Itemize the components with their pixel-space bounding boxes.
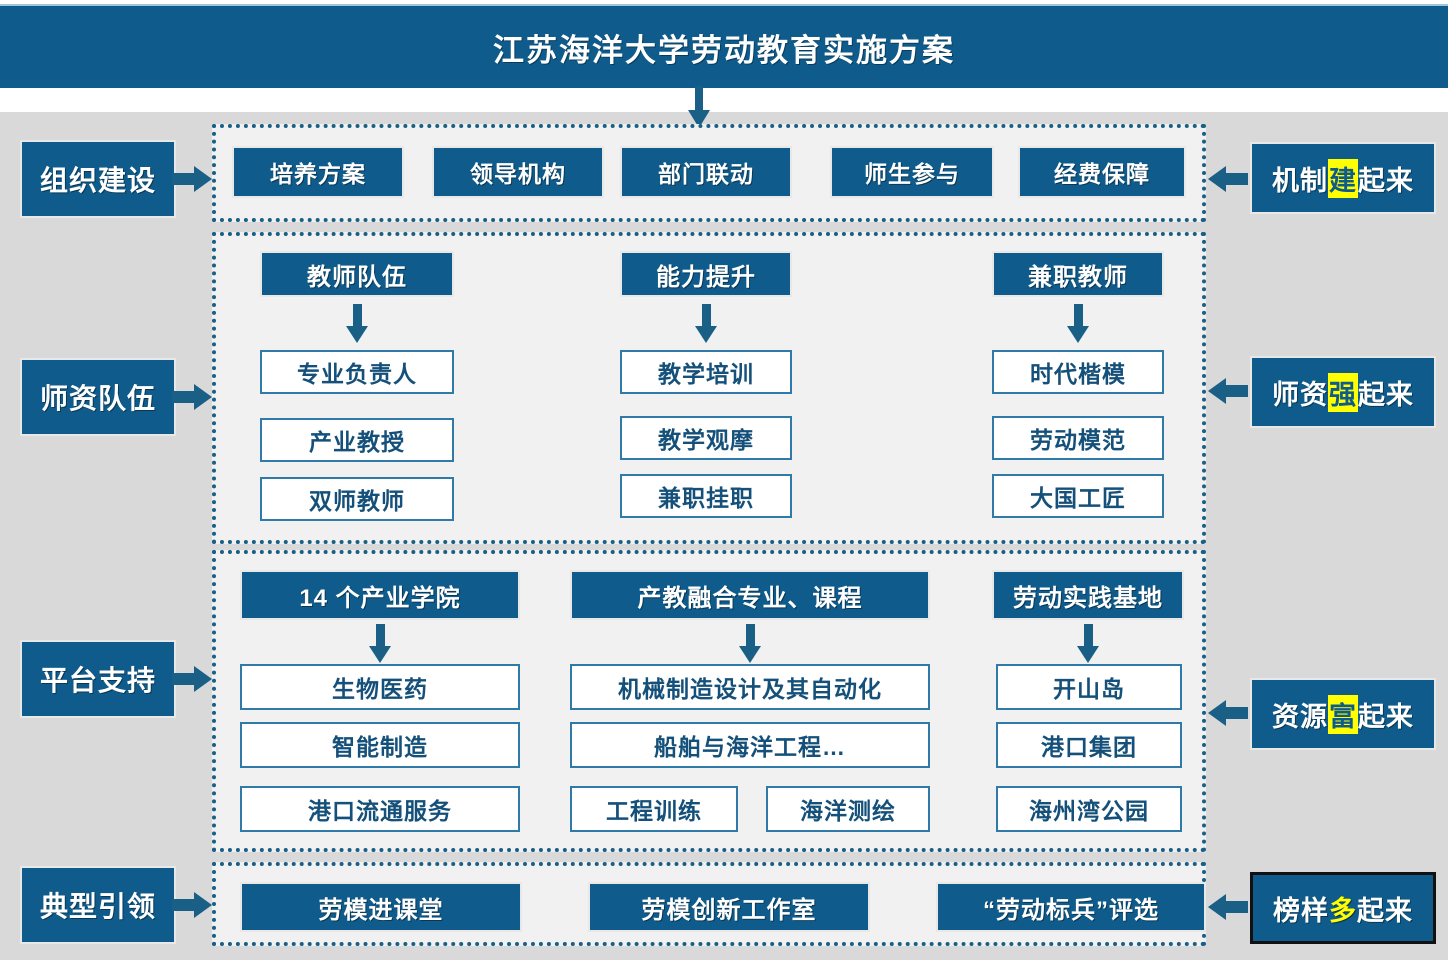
item-platform-2-2[interactable]: 海州湾公园	[996, 786, 1182, 832]
section-goal-faculty[interactable]: 师资强起来	[1250, 356, 1436, 428]
item-exemplar-1[interactable]: 劳模创新工作室	[588, 882, 870, 932]
item-organization-2[interactable]: 部门联动	[620, 146, 792, 198]
item-exemplar-0[interactable]: 劳模进课堂	[240, 882, 522, 932]
header-platform-1[interactable]: 产教融合专业、课程	[570, 570, 930, 620]
arrow-left-icon	[1208, 166, 1248, 192]
item-organization-1[interactable]: 领导机构	[432, 146, 604, 198]
goal-highlight: 强	[1328, 372, 1358, 412]
header-platform-0[interactable]: 14 个产业学院	[240, 570, 520, 620]
goal-prefix: 机制	[1272, 165, 1328, 196]
goal-suffix: 起来	[1357, 895, 1413, 926]
arrow-down-icon	[739, 624, 761, 664]
item-faculty-1-0[interactable]: 教学培训	[620, 350, 792, 394]
arrow-down-icon	[346, 304, 368, 344]
item-platform-1-1[interactable]: 船舶与海洋工程…	[570, 722, 930, 768]
header-faculty-1[interactable]: 能力提升	[620, 251, 792, 297]
item-platform-0-2[interactable]: 港口流通服务	[240, 786, 520, 832]
item-platform-0-1[interactable]: 智能制造	[240, 722, 520, 768]
goal-highlight: 富	[1328, 694, 1358, 734]
item-faculty-1-1[interactable]: 教学观摩	[620, 416, 792, 460]
item-faculty-1-2[interactable]: 兼职挂职	[620, 474, 792, 518]
goal-highlight: 建	[1328, 158, 1358, 198]
item-exemplar-2[interactable]: “劳动标兵”评选	[936, 882, 1206, 932]
item-platform-1-2[interactable]: 工程训练	[570, 786, 738, 832]
section-label-organization[interactable]: 组织建设	[20, 140, 176, 218]
arrow-left-icon	[1208, 378, 1248, 404]
item-organization-4[interactable]: 经费保障	[1018, 146, 1186, 198]
item-platform-1-0[interactable]: 机械制造设计及其自动化	[570, 664, 930, 710]
arrow-left-icon	[1208, 700, 1248, 726]
item-organization-3[interactable]: 师生参与	[830, 146, 994, 198]
item-faculty-2-2[interactable]: 大国工匠	[992, 474, 1164, 518]
goal-suffix: 起来	[1358, 379, 1414, 410]
section-goal-exemplar[interactable]: 榜样多起来	[1250, 872, 1436, 944]
header-faculty-0[interactable]: 教师队伍	[260, 251, 454, 297]
item-faculty-2-1[interactable]: 劳动模范	[992, 416, 1164, 460]
item-platform-2-1[interactable]: 港口集团	[996, 722, 1182, 768]
goal-prefix: 师资	[1272, 379, 1328, 410]
goal-suffix: 起来	[1358, 165, 1414, 196]
arrow-down-icon	[688, 86, 710, 128]
item-organization-0[interactable]: 培养方案	[232, 146, 404, 198]
arrow-down-icon	[369, 624, 391, 664]
arrow-right-icon	[172, 384, 212, 410]
page-title: 江苏海洋大学劳动教育实施方案	[0, 4, 1448, 88]
goal-highlight: 多	[1329, 895, 1357, 926]
item-platform-2-0[interactable]: 开山岛	[996, 664, 1182, 710]
goal-prefix: 资源	[1272, 701, 1328, 732]
section-goal-platform[interactable]: 资源富起来	[1250, 678, 1436, 750]
header-faculty-2[interactable]: 兼职教师	[992, 251, 1164, 297]
section-goal-organization[interactable]: 机制建起来	[1250, 142, 1436, 214]
item-faculty-0-2[interactable]: 双师教师	[260, 477, 454, 521]
item-faculty-0-1[interactable]: 产业教授	[260, 418, 454, 462]
section-label-platform[interactable]: 平台支持	[20, 640, 176, 718]
header-platform-2[interactable]: 劳动实践基地	[992, 570, 1184, 620]
arrow-down-icon	[695, 304, 717, 344]
arrow-down-icon	[1067, 304, 1089, 344]
arrow-down-icon	[1077, 624, 1099, 664]
item-faculty-0-0[interactable]: 专业负责人	[260, 350, 454, 394]
arrow-right-icon	[172, 166, 212, 192]
arrow-right-icon	[172, 666, 212, 692]
arrow-left-icon	[1208, 894, 1248, 920]
page-title-text: 江苏海洋大学劳动教育实施方案	[493, 32, 955, 68]
section-label-exemplar[interactable]: 典型引领	[20, 866, 176, 944]
item-platform-0-0[interactable]: 生物医药	[240, 664, 520, 710]
section-label-faculty[interactable]: 师资队伍	[20, 358, 176, 436]
goal-prefix: 榜样	[1273, 895, 1329, 926]
goal-suffix: 起来	[1358, 701, 1414, 732]
item-faculty-2-0[interactable]: 时代楷模	[992, 350, 1164, 394]
item-platform-1-3[interactable]: 海洋测绘	[766, 786, 930, 832]
arrow-right-icon	[172, 892, 212, 918]
